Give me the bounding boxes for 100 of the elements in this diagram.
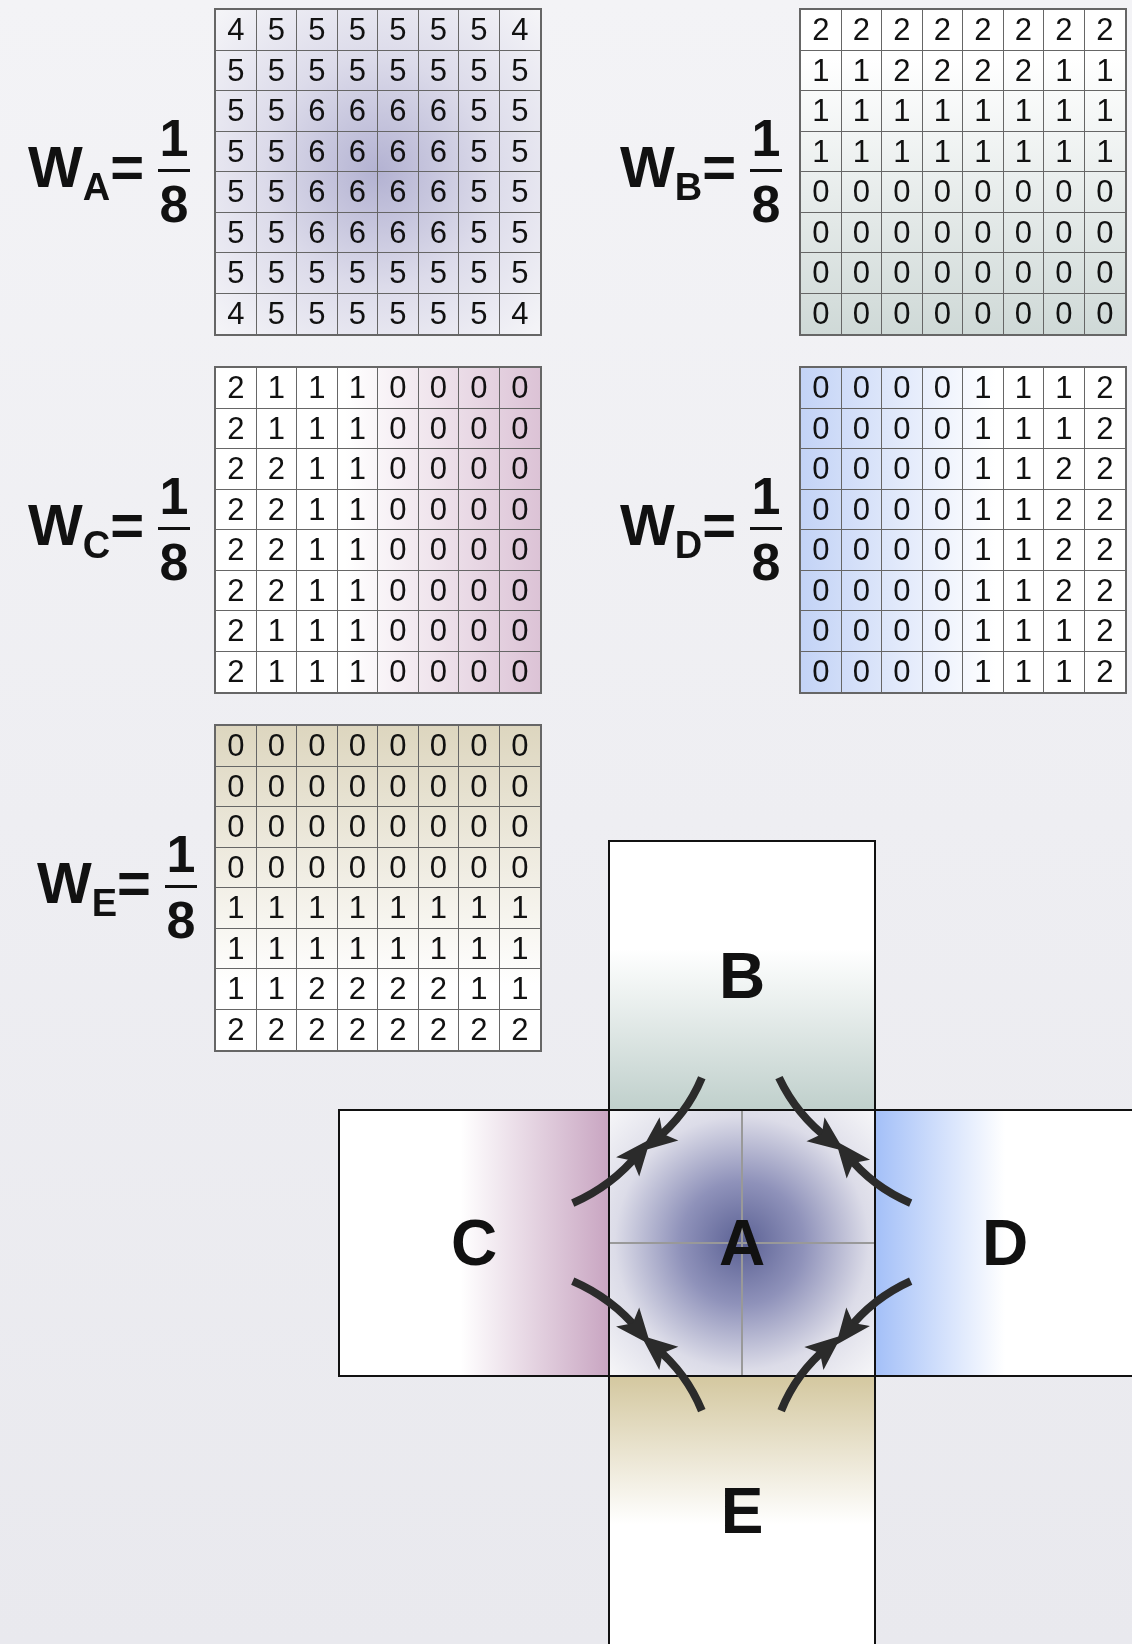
matrix-cell: 0 bbox=[1003, 172, 1044, 213]
matrix-cell: 2 bbox=[216, 489, 257, 530]
weight-symbol: W$_{A}$= bbox=[28, 138, 145, 206]
matrix-cell: 5 bbox=[256, 212, 297, 253]
matrix-cell: 0 bbox=[882, 449, 923, 490]
matrix-cell: 0 bbox=[882, 368, 923, 409]
matrix-cell: 0 bbox=[801, 489, 842, 530]
weight-symbol: W$_{E}$= bbox=[37, 854, 151, 922]
matrix-cell: 5 bbox=[499, 50, 540, 91]
matrix-cell: 2 bbox=[1084, 449, 1125, 490]
matrix-cell: 2 bbox=[801, 10, 842, 51]
fraction-denominator: 8 bbox=[750, 178, 782, 230]
matrix-cell: 0 bbox=[801, 293, 842, 334]
matrix-cell: 0 bbox=[882, 651, 923, 692]
matrix-cell: 6 bbox=[337, 172, 378, 213]
region-label: A bbox=[718, 1211, 766, 1275]
matrix-cell: 0 bbox=[378, 449, 419, 490]
matrix-cell: 2 bbox=[1044, 570, 1085, 611]
matrix-cell: 6 bbox=[297, 212, 338, 253]
matrix-cell: 0 bbox=[801, 570, 842, 611]
matrix-cell: 0 bbox=[337, 807, 378, 848]
matrix-cell: 0 bbox=[459, 408, 500, 449]
arrow bbox=[835, 1277, 913, 1345]
matrix-cell: 1 bbox=[1003, 408, 1044, 449]
matrix-cell: 5 bbox=[378, 10, 419, 51]
matrix-cell: 2 bbox=[418, 1009, 459, 1050]
matrix-cell: 1 bbox=[337, 530, 378, 571]
matrix-cell: 1 bbox=[256, 611, 297, 652]
matrix-cell: 1 bbox=[963, 449, 1004, 490]
matrix-cell-text: 2 bbox=[510, 1011, 530, 1050]
matrix-cell: 2 bbox=[922, 10, 963, 51]
matrix-cell: 0 bbox=[1044, 253, 1085, 294]
matrix-cell: 0 bbox=[499, 766, 540, 807]
matrix-cell: 5 bbox=[378, 293, 419, 334]
matrix-cell: 0 bbox=[882, 172, 923, 213]
matrix-cell: 0 bbox=[841, 611, 882, 652]
matrix-cell: 0 bbox=[922, 172, 963, 213]
matrix-cell: 2 bbox=[922, 50, 963, 91]
matrix-cell: 2 bbox=[418, 969, 459, 1010]
matrix-cell: 2 bbox=[256, 570, 297, 611]
matrix-cell-text: 2 bbox=[1095, 653, 1115, 692]
region-square bbox=[338, 1109, 610, 1377]
matrix-cell: 6 bbox=[297, 131, 338, 172]
matrix-cell: 0 bbox=[216, 807, 257, 848]
fraction-numerator: 1 bbox=[158, 112, 190, 164]
matrix-cell: 2 bbox=[963, 10, 1004, 51]
region-square bbox=[608, 1375, 876, 1644]
matrix-cell: 4 bbox=[499, 10, 540, 51]
matrix-cell: 1 bbox=[1003, 449, 1044, 490]
matrix-cell: 1 bbox=[963, 489, 1004, 530]
fraction-denominator: 8 bbox=[158, 178, 190, 230]
region-square bbox=[874, 1109, 1132, 1377]
matrix-cell: 0 bbox=[216, 766, 257, 807]
arrow bbox=[641, 1335, 706, 1413]
matrix-cell: 0 bbox=[418, 489, 459, 530]
matrix-cell: 6 bbox=[418, 172, 459, 213]
matrix-cell: 1 bbox=[963, 131, 1004, 172]
matrix-cell: 5 bbox=[297, 293, 338, 334]
matrix-cell: 2 bbox=[1084, 489, 1125, 530]
matrix-cell: 0 bbox=[459, 530, 500, 571]
matrix-cell: 0 bbox=[378, 766, 419, 807]
matrix-cell: 0 bbox=[499, 449, 540, 490]
matrix-cell: 1 bbox=[1044, 50, 1085, 91]
matrix-cell: 2 bbox=[963, 50, 1004, 91]
matrix-cell: 0 bbox=[256, 726, 297, 767]
matrix-cell: 0 bbox=[459, 368, 500, 409]
matrix-cell: 0 bbox=[841, 368, 882, 409]
matrix-cell: 5 bbox=[459, 91, 500, 132]
matrix-cell: 2 bbox=[1084, 408, 1125, 449]
region-label: D bbox=[981, 1211, 1029, 1275]
matrix-cell: 5 bbox=[256, 172, 297, 213]
matrix-cell: 0 bbox=[1003, 212, 1044, 253]
fraction-denominator: 8 bbox=[165, 894, 197, 946]
matrix-cell: 5 bbox=[256, 131, 297, 172]
matrix-cell: 1 bbox=[963, 651, 1004, 692]
matrix-cell: 2 bbox=[216, 408, 257, 449]
matrix-cell: 6 bbox=[337, 91, 378, 132]
matrix-cell: 0 bbox=[459, 726, 500, 767]
matrix-cell: 0 bbox=[256, 766, 297, 807]
matrix-cell: 2 bbox=[297, 969, 338, 1010]
matrix-cell: 0 bbox=[418, 368, 459, 409]
matrix-cell: 1 bbox=[297, 888, 338, 929]
matrix-cell: 1 bbox=[1044, 91, 1085, 132]
matrix-cell: 1 bbox=[841, 91, 882, 132]
matrix-cell: 0 bbox=[297, 807, 338, 848]
matrix-cell: 0 bbox=[418, 807, 459, 848]
matrix-cell: 0 bbox=[499, 847, 540, 888]
matrix-cell: 1 bbox=[297, 489, 338, 530]
matrix-cell: 2 bbox=[256, 489, 297, 530]
matrix-cell: 2 bbox=[216, 651, 257, 692]
matrix-cell: 5 bbox=[459, 293, 500, 334]
matrix-cell: 0 bbox=[882, 212, 923, 253]
matrix-cell: 0 bbox=[882, 293, 923, 334]
matrix-cell: 6 bbox=[297, 172, 338, 213]
matrix-cell: 1 bbox=[337, 368, 378, 409]
matrix-cell: 0 bbox=[963, 253, 1004, 294]
matrix-cell: 1 bbox=[1084, 131, 1125, 172]
matrix-cell: 1 bbox=[1003, 651, 1044, 692]
matrix-cell: 0 bbox=[378, 611, 419, 652]
matrix-cell: 0 bbox=[418, 847, 459, 888]
